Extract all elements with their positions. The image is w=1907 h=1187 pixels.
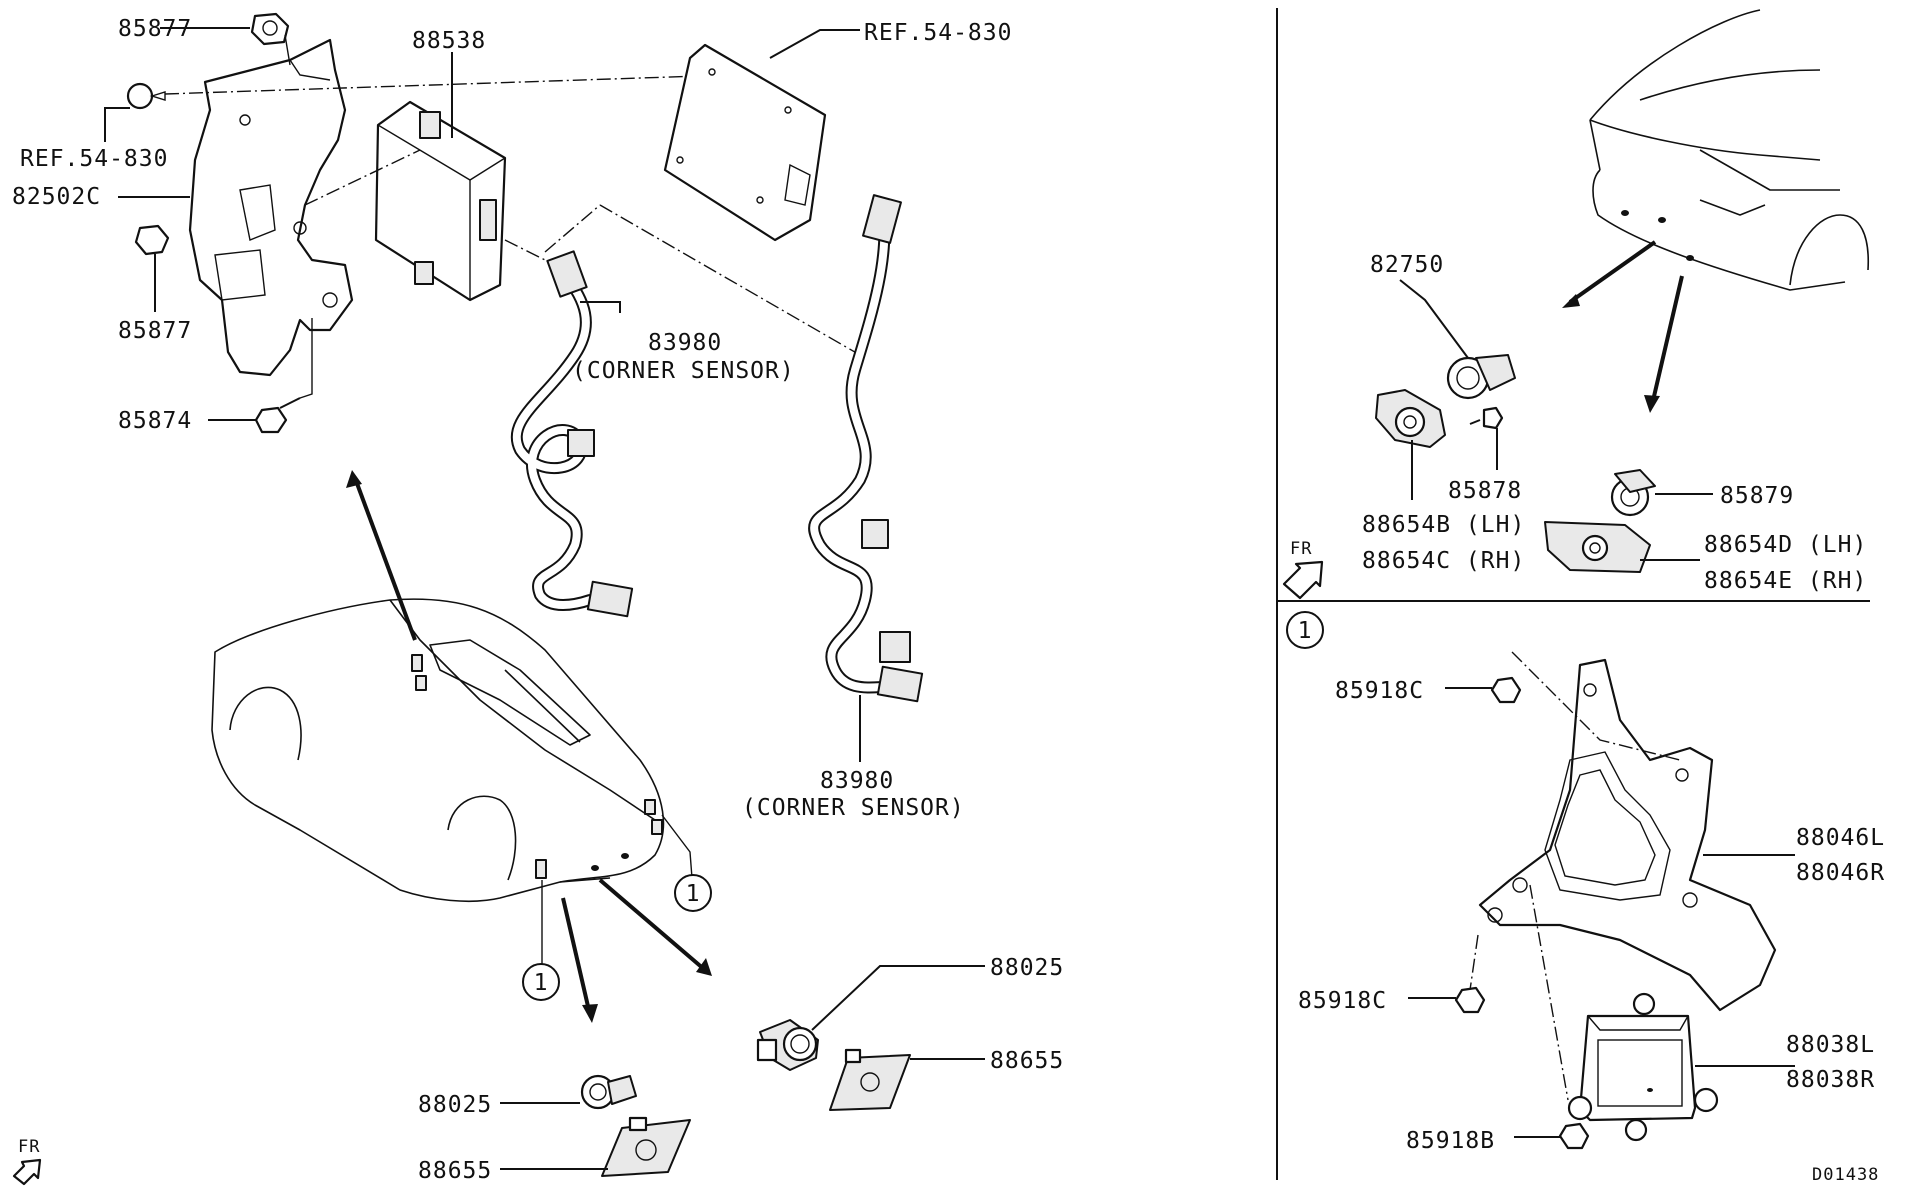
label-ref-top-right: REF.54-830 bbox=[864, 20, 1012, 46]
label-sensor-88025-right: 88025 bbox=[990, 955, 1064, 981]
label-holder-88654b: 88654B (LH) bbox=[1362, 512, 1525, 538]
sensor-88025-right bbox=[756, 965, 985, 1071]
clip-ref-54-830 bbox=[104, 75, 701, 142]
label-harness-a-number: 83980 bbox=[648, 330, 722, 356]
label-bolt-85874: 85874 bbox=[118, 408, 192, 434]
label-sensor-88025-bottom: 88025 bbox=[418, 1092, 492, 1118]
callout-marker-right: 1 bbox=[1286, 611, 1324, 649]
holder-88655-right bbox=[829, 1048, 985, 1111]
panel-dividers bbox=[1276, 8, 1870, 1180]
label-holder-88654d: 88654D (LH) bbox=[1704, 532, 1867, 558]
label-ref-left: REF.54-830 bbox=[20, 146, 168, 172]
callout-number: 1 bbox=[1298, 618, 1313, 644]
label-harness-a-note: (CORNER SENSOR) bbox=[572, 358, 795, 384]
label-diagram-code: D01438 bbox=[1812, 1165, 1879, 1185]
car-front-right bbox=[1562, 9, 1870, 413]
labels-left: 85877 88538 REF.54-830 REF.54-830 82502C… bbox=[12, 16, 1064, 1184]
holder-88654b-c bbox=[1375, 389, 1446, 500]
sensor-marks-car bbox=[411, 654, 663, 879]
radar-module-88038 bbox=[1567, 992, 1795, 1142]
bracket-88046 bbox=[1469, 651, 1795, 1101]
fr-arrow-right bbox=[1282, 560, 1324, 600]
labels-right-top: 82750 85878 88654B (LH) 88654C (RH) 8587… bbox=[1290, 252, 1867, 594]
label-fr-left: FR bbox=[18, 1137, 40, 1157]
label-holder-88655-bottom: 88655 bbox=[418, 1158, 492, 1184]
harness-83980-b bbox=[808, 194, 924, 762]
bolt-85874 bbox=[208, 318, 313, 434]
label-holder-88654e: 88654E (RH) bbox=[1704, 568, 1867, 594]
label-holder-88655-right: 88655 bbox=[990, 1048, 1064, 1074]
screw-85878 bbox=[1469, 406, 1504, 470]
label-nut-85877-mid: 85877 bbox=[118, 318, 192, 344]
sensor-82750 bbox=[1399, 279, 1516, 400]
harness-83980-a bbox=[510, 204, 861, 618]
label-control-unit-88538: 88538 bbox=[412, 28, 486, 54]
labels-right-bottom: 85918C 85918C 85918B 88046L 88046R 88038… bbox=[1298, 678, 1885, 1185]
callout-marker-left-b: 1 bbox=[674, 874, 712, 912]
label-sensor-85879: 85879 bbox=[1720, 483, 1794, 509]
label-harness-b-note: (CORNER SENSOR) bbox=[742, 795, 965, 821]
label-nut-85877-top: 85877 bbox=[118, 16, 192, 42]
control-unit-88538 bbox=[304, 52, 556, 302]
callout-number: 1 bbox=[686, 881, 701, 907]
sensor-88025-bottom bbox=[500, 1074, 637, 1110]
nut-85877-mid bbox=[134, 224, 170, 312]
label-radar-88038r: 88038R bbox=[1786, 1067, 1875, 1093]
nut-85918c-mid bbox=[1408, 986, 1486, 1014]
nut-85877-top bbox=[160, 12, 291, 66]
callout-number: 1 bbox=[534, 970, 549, 996]
ref-module-54-830 bbox=[663, 29, 860, 242]
callout-marker-left-a: 1 bbox=[522, 963, 560, 1001]
label-radar-88038l: 88038L bbox=[1786, 1032, 1875, 1058]
label-holder-88654c: 88654C (RH) bbox=[1362, 548, 1525, 574]
label-screw-85878: 85878 bbox=[1448, 478, 1522, 504]
nut-85918c-top bbox=[1445, 676, 1522, 704]
label-nut-85918c-mid: 85918C bbox=[1298, 988, 1387, 1014]
holder-88654d-e bbox=[1544, 521, 1700, 573]
label-fr-right: FR bbox=[1290, 539, 1312, 559]
car-outline-left bbox=[211, 470, 712, 1023]
label-nut-85918c-top: 85918C bbox=[1335, 678, 1424, 704]
fr-arrow-left bbox=[12, 1158, 42, 1186]
nut-85918b bbox=[1514, 1122, 1590, 1150]
holder-88655-bottom bbox=[500, 1116, 691, 1177]
label-bracket-88046l: 88046L bbox=[1796, 825, 1885, 851]
label-sensor-82750: 82750 bbox=[1370, 252, 1444, 278]
bracket-82502c bbox=[188, 38, 354, 377]
label-harness-b-number: 83980 bbox=[820, 768, 894, 794]
label-nut-85918b: 85918B bbox=[1406, 1128, 1495, 1154]
label-bracket-88046r: 88046R bbox=[1796, 860, 1885, 886]
sensor-85879 bbox=[1610, 469, 1713, 517]
label-bracket-82502c: 82502C bbox=[12, 184, 101, 210]
